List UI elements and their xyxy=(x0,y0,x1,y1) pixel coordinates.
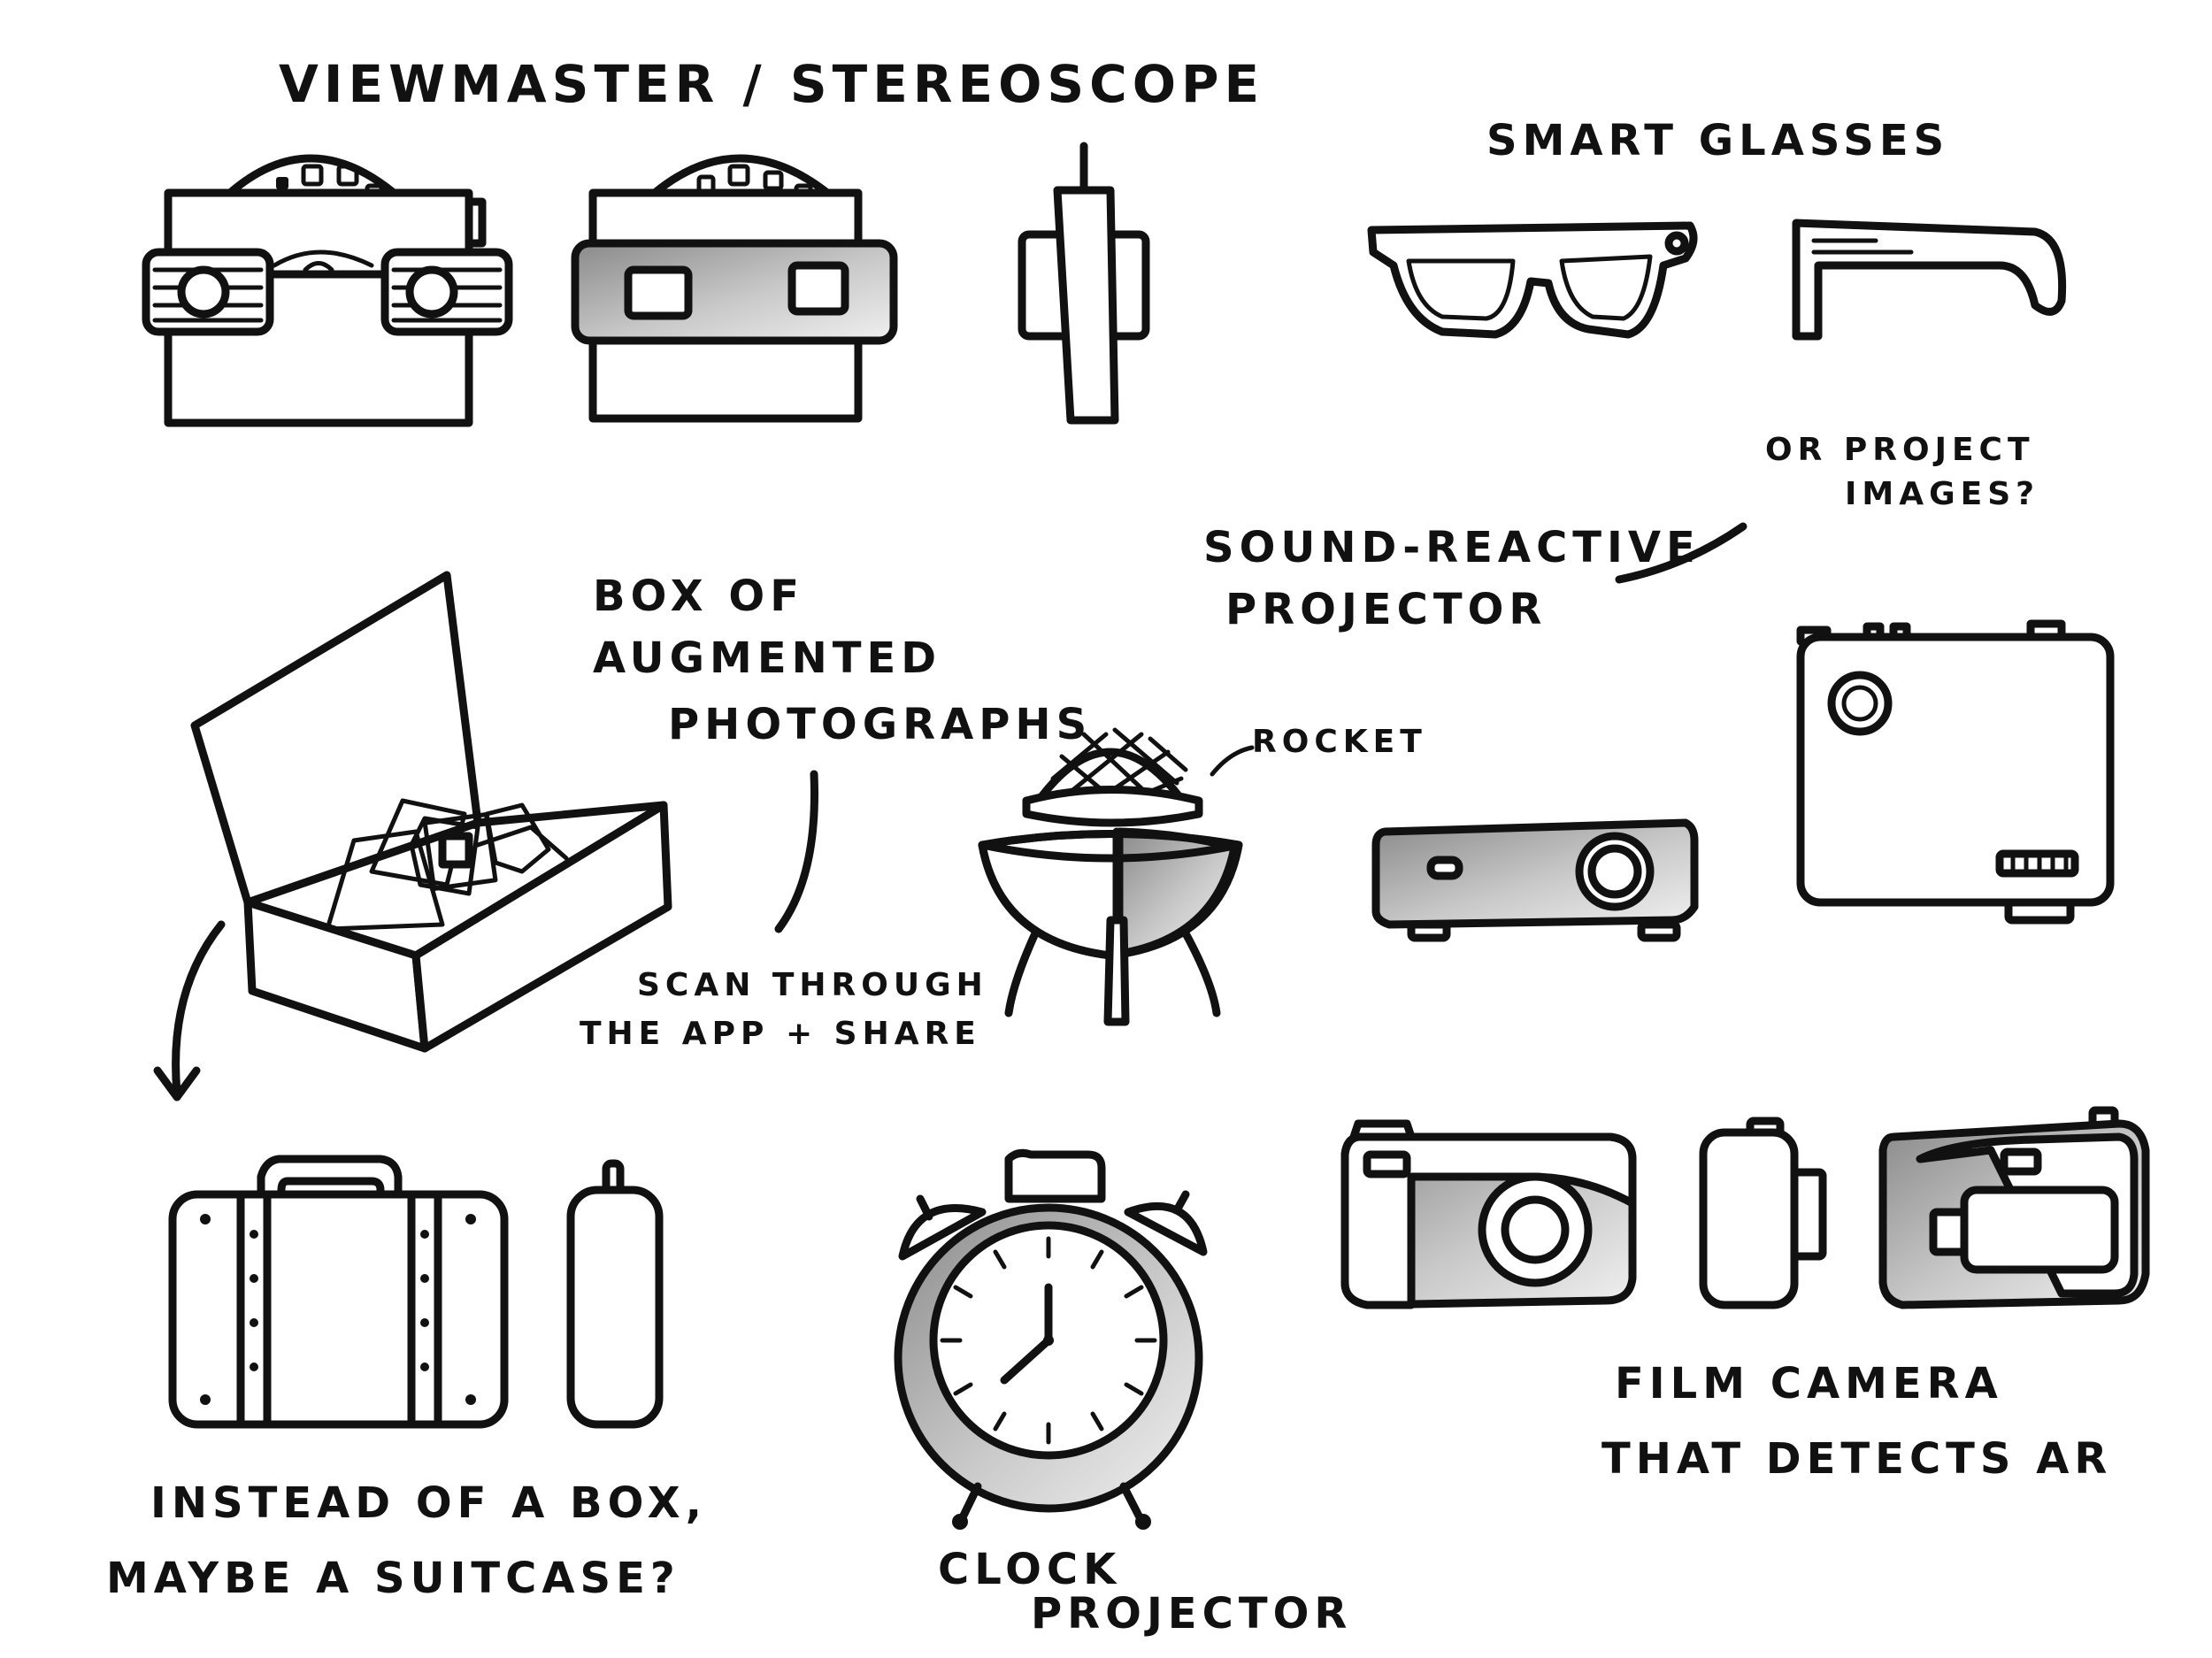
suitcase-side-drawing xyxy=(566,1159,664,1429)
film-camera-back-drawing xyxy=(1878,1106,2150,1309)
or-project-connector xyxy=(1615,522,1747,584)
large-projector-drawing xyxy=(1796,619,2115,925)
or-project-line-2: IMAGES? xyxy=(1845,476,2039,512)
film-line-2: THAT DETECTS AR xyxy=(1601,1434,2112,1484)
sound-reactive-line-2: PROJECTOR xyxy=(1225,585,1547,634)
sound-reactive-note: SOUND-REACTIVE PROJECTOR xyxy=(1203,523,1701,634)
box-of-photographs-note: BOX OF AUGMENTED PHOTOGRAPHS xyxy=(593,572,1092,749)
clock-line-1: CLOCK xyxy=(938,1545,1121,1594)
clock-note: CLOCK PROJECTOR xyxy=(938,1545,1352,1639)
film-camera-side-drawing xyxy=(1699,1117,1827,1309)
viewmaster-front-drawing xyxy=(142,154,513,427)
viewmaster-label: VIEWMASTER / STEREOSCOPE xyxy=(279,54,1264,114)
film-camera-front-drawing xyxy=(1340,1119,1637,1309)
scan-note: SCAN THROUGH THE APP + SHARE xyxy=(580,967,988,1052)
rocket-note: ROCKET xyxy=(1252,724,1427,760)
small-projector-drawing xyxy=(1371,818,1699,942)
alarm-clock-drawing xyxy=(894,1148,1208,1530)
photo-box-drawing xyxy=(190,571,672,1053)
film-line-1: FILM CAMERA xyxy=(1615,1359,2003,1409)
viewmaster-side-drawing xyxy=(1018,142,1150,425)
smart-glasses-side-drawing xyxy=(1792,219,2067,341)
box-line-3: PHOTOGRAPHS xyxy=(668,700,1092,749)
rocket-projector-drawing xyxy=(978,727,1243,1026)
large-projector-lens-ticks xyxy=(1841,685,1878,722)
box-line-2: AUGMENTED xyxy=(593,633,941,683)
box-to-suitcase-arrow xyxy=(153,920,226,1101)
smart-glasses-front-drawing xyxy=(1367,221,1698,339)
box-to-scan-connector xyxy=(774,770,818,933)
clock-line-2: PROJECTOR xyxy=(1031,1589,1352,1639)
smart-glasses-label: SMART GLASSES xyxy=(1486,116,1949,165)
scan-line-2: THE APP + SHARE xyxy=(580,1016,981,1052)
suitcase-line-1: INSTEAD OF A BOX, xyxy=(150,1478,707,1528)
or-project-line-1: OR PROJECT xyxy=(1765,432,2035,468)
rocket-label: ROCKET xyxy=(1252,724,1427,760)
scan-line-1: SCAN THROUGH xyxy=(637,967,988,1003)
sound-reactive-line-1: SOUND-REACTIVE xyxy=(1203,523,1701,572)
suitcase-rivets xyxy=(200,1214,476,1405)
viewmaster-back-drawing xyxy=(571,154,898,423)
viewmaster-title: VIEWMASTER / STEREOSCOPE xyxy=(279,54,1264,114)
rocket-dome-grid xyxy=(1050,727,1188,803)
suitcase-note: INSTEAD OF A BOX, MAYBE A SUITCASE? xyxy=(106,1478,707,1603)
clock-hour-marks xyxy=(940,1236,1157,1445)
box-line-1: BOX OF xyxy=(593,572,804,621)
smart-glasses-title: SMART GLASSES xyxy=(1486,116,1949,165)
suitcase-line-2: MAYBE A SUITCASE? xyxy=(106,1554,680,1603)
rocket-connector xyxy=(1210,745,1255,777)
film-camera-note: FILM CAMERA THAT DETECTS AR xyxy=(1601,1359,2112,1484)
suitcase-front-drawing xyxy=(168,1155,509,1429)
or-project-note: OR PROJECT IMAGES? xyxy=(1765,432,2039,512)
